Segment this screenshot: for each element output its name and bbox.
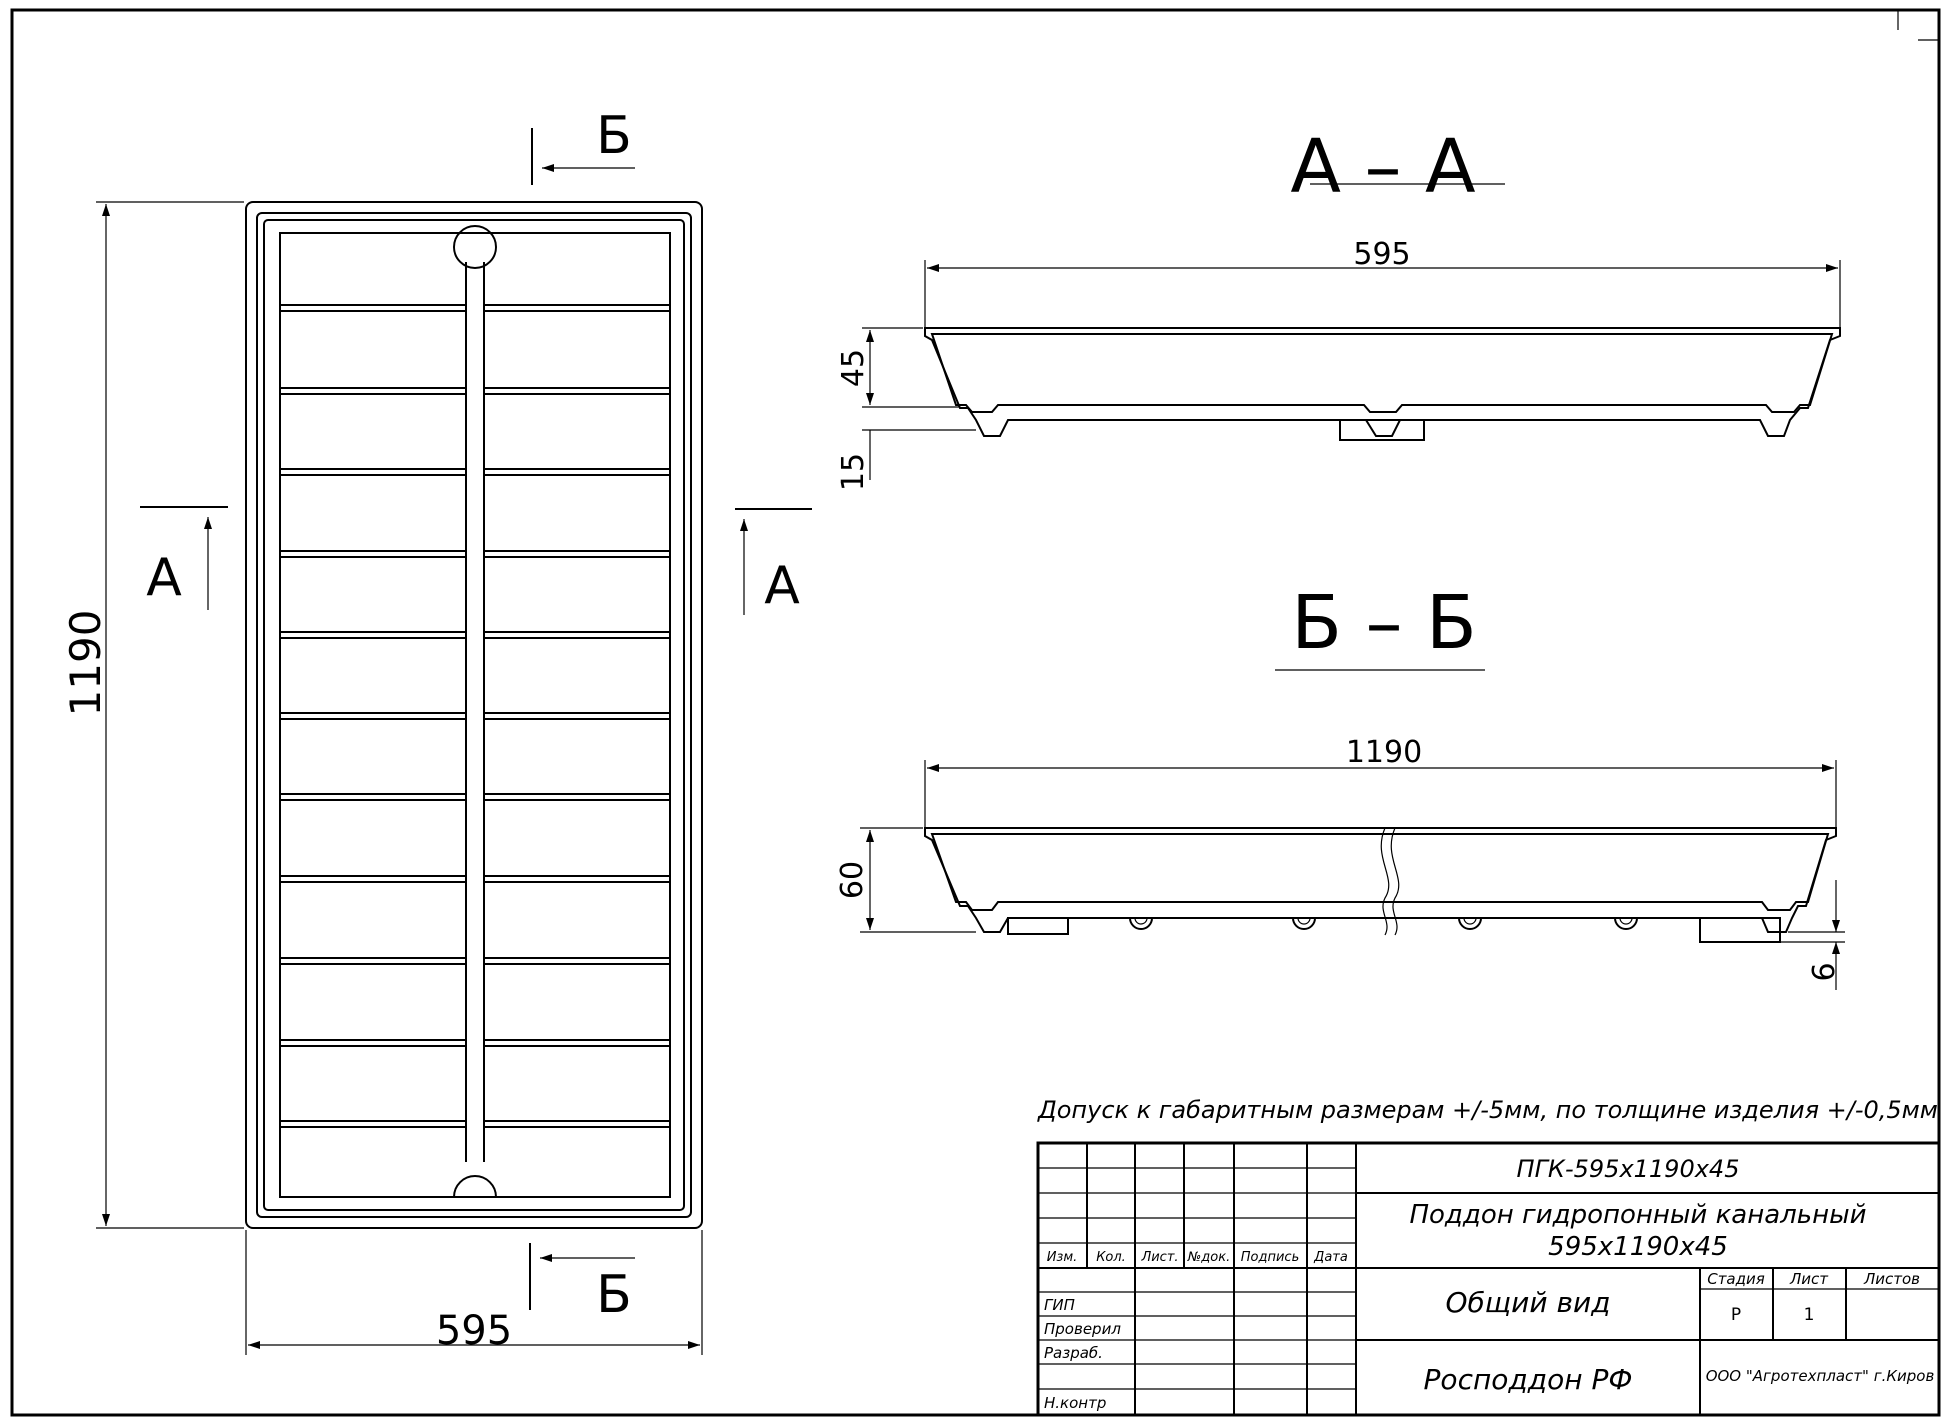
section-aa-title: А – А [1290,124,1476,210]
tray-outer-rim [245,201,703,1229]
tb-header-data: Дата [1313,1250,1348,1265]
dim-width-label: 595 [436,1308,512,1354]
tb-header-kol: Кол. [1096,1250,1126,1265]
tolerance-note: Допуск к габаритным размерам +/-5мм, по … [1037,1096,1938,1124]
section-aa: А – А 595 45 15 [836,124,1841,491]
tb-company: ООО "Агротехпласт" г.Киров [1706,1367,1935,1385]
tray-floor [279,232,671,1198]
tb-role-normcontrol: Н.контр [1044,1394,1106,1412]
tb-role-checked: Проверил [1044,1320,1121,1338]
tray-rim-inner [256,212,692,1218]
tb-sheets-label: Листов [1863,1270,1920,1288]
section-aa-foot-label: 15 [836,453,871,491]
section-bb-height-label: 60 [835,861,870,899]
section-bb-foot-left [1007,917,1069,935]
title-block: Изм. Кол. Лист. №док. Подпись Дата ГИП П… [1036,1141,1941,1417]
tb-header-ndok: №док. [1187,1250,1230,1265]
drain-hole-bottom [453,1175,497,1198]
pipe-bumps [1129,917,1638,930]
tb-stage-value: Р [1731,1305,1741,1325]
pipe-bump [1292,917,1316,930]
section-aa-tray-inner [930,333,1834,413]
tb-header-list: Лист. [1140,1250,1178,1265]
tb-header-podpis: Подпись [1241,1250,1299,1265]
section-bb-break-line [1390,827,1400,936]
tb-stage-label: Стадия [1707,1270,1765,1288]
section-bb-foot-right [1699,917,1781,943]
section-aa-width-label: 595 [1353,237,1410,272]
plan-view: 1190 595 А А Б Б [61,106,812,1355]
section-aa-height-label: 45 [836,349,871,387]
tb-product-size: 595x1190x45 [1548,1232,1728,1262]
tb-sheet-label: Лист [1789,1270,1829,1288]
tb-organization: Росподдон РФ [1424,1363,1633,1396]
pipe-bump [1458,917,1482,930]
tb-designation: ПГК-595x1190x45 [1517,1155,1740,1183]
section-bb-tray-outline [924,827,1837,933]
tb-sheet-value: 1 [1804,1305,1815,1325]
section-a-left-letter: А [146,548,182,608]
title-block-border [1036,1141,1941,1417]
section-b-bottom-letter: Б [596,1265,632,1325]
section-b-top-letter: Б [596,106,632,166]
section-bb-foot-label: 6 [1807,962,1842,981]
pipe-bump-inner [1134,917,1148,925]
tb-role-developed: Разраб. [1044,1344,1103,1362]
pipe-bump-inner [1463,917,1477,925]
tray-rim-step [263,219,685,1211]
channel-ribs [280,304,670,1128]
tb-view-name: Общий вид [1445,1286,1610,1319]
pipe-bump [1614,917,1638,930]
pipe-bump-inner [1619,917,1633,925]
section-bb: Б – Б 1190 60 6 [835,580,1845,990]
section-a-right-letter: А [764,556,800,616]
section-aa-center-foot [1339,419,1425,441]
drain-hole-top [453,225,497,269]
pipe-bump-inner [1297,917,1311,925]
sheet-border [10,8,1941,1417]
section-bb-title: Б – Б [1291,580,1477,666]
tb-header-izm: Изм. [1047,1250,1078,1265]
section-bb-length-label: 1190 [1346,735,1422,770]
dim-length-label: 1190 [61,610,110,717]
section-bb-tray-inner [930,833,1830,911]
tb-product-name: Поддон гидропонный канальный [1409,1200,1866,1230]
tb-role-gip: ГИП [1044,1296,1075,1314]
pipe-bump [1129,917,1153,930]
section-bb-break-line [1380,827,1390,936]
